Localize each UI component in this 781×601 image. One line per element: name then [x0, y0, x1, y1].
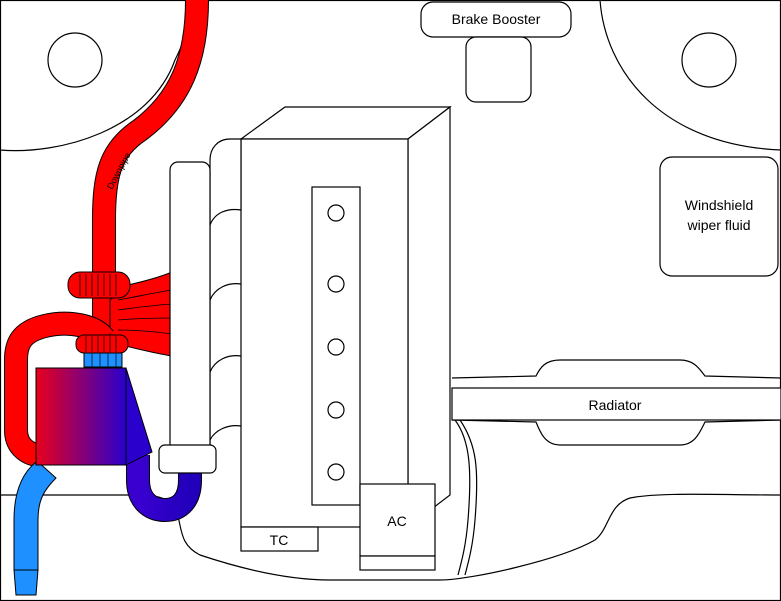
windshield-fluid-box[interactable]	[659, 156, 779, 277]
intercooler[interactable]	[35, 367, 127, 466]
radiator-support-upper	[451, 359, 781, 379]
windshield-fluid-label-line1: Windshield	[685, 197, 753, 213]
brake-booster-label: Brake Booster	[452, 11, 541, 27]
tc-box[interactable]	[240, 526, 319, 552]
intake-runner-4	[209, 425, 242, 441]
turbo-clamp-upper-ribs	[79, 274, 117, 296]
throttle-body[interactable]	[158, 444, 217, 474]
coil-3[interactable]	[327, 338, 345, 356]
intake-runner-3	[209, 355, 242, 373]
coil-1[interactable]	[327, 204, 345, 222]
ac-box[interactable]	[359, 483, 436, 557]
ac-label: AC	[387, 513, 406, 529]
radiator-label: Radiator	[589, 397, 642, 413]
coil-4[interactable]	[327, 401, 345, 419]
intake-runner-2	[209, 283, 242, 301]
turbo-clamp-lower-ribs	[85, 336, 117, 352]
coil-2[interactable]	[327, 275, 345, 293]
brake-booster-stub	[465, 36, 532, 103]
coil-5[interactable]	[327, 463, 345, 481]
turbo-cold-outlet-ribs	[91, 353, 117, 367]
radiator[interactable]	[451, 387, 781, 421]
windshield-fluid-label-line2: wiper fluid	[686, 217, 750, 233]
charge-pipe-hot-fill	[5, 312, 113, 466]
engine-side-face	[407, 105, 451, 529]
turbo-clamp-upper[interactable]	[67, 271, 131, 299]
downpipe-fill	[93, 0, 208, 335]
manifold-runner-lines	[117, 289, 173, 335]
ac-base	[359, 555, 436, 571]
frame-rail-right	[454, 419, 471, 576]
turbo-cold-outlet	[83, 352, 123, 368]
charge-pipe-cold-fill	[127, 455, 201, 522]
cold-air-intake-filter[interactable]	[13, 569, 39, 596]
turbo-clamp-lower[interactable]	[75, 334, 129, 354]
radiator-support-lower	[451, 419, 781, 446]
left-strut-circle	[47, 32, 103, 88]
tc-label: TC	[270, 532, 289, 548]
frame-rail-right-inner	[459, 419, 478, 576]
intake-plenum[interactable]	[169, 161, 211, 453]
right-strut-circle	[681, 32, 737, 88]
